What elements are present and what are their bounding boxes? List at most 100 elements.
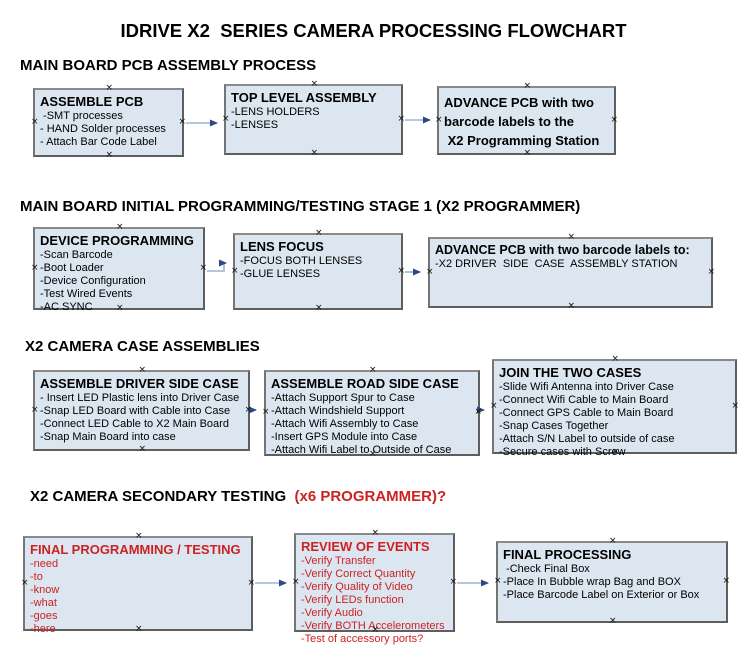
box-items: -Scan Barcode-Boot Loader-Device Configu…: [40, 249, 199, 314]
connection-point-icon: ×: [449, 576, 457, 587]
connection-point-icon: ×: [523, 148, 532, 158]
box-items: -Check Final Box-Place In Bubble wrap Ba…: [503, 563, 722, 602]
box-items: -SMT processes- HAND Solder processes- A…: [40, 110, 178, 149]
connection-point-icon: ×: [523, 81, 532, 91]
box-items: -Verify Transfer-Verify Correct Quantity…: [301, 555, 449, 646]
connection-point-icon: ×: [231, 265, 239, 276]
box-items: -X2 DRIVER SIDE CASE ASSEMBLY STATION: [435, 258, 707, 271]
arrow-device-programming-to-lens-focus: [207, 259, 227, 272]
box-item: -FOCUS BOTH LENSES: [240, 255, 363, 267]
box-item: -Test of accessory ports?: [301, 633, 424, 645]
connection-point-icon: ×: [31, 262, 39, 273]
box-item: -LENS HOLDERS: [231, 106, 320, 118]
box-item: -Insert GPS Module into Case: [271, 431, 418, 443]
connection-point-icon: ×: [116, 303, 124, 313]
flow-box-assemble-driver-side-case: ×××× ASSEMBLE DRIVER SIDE CASE - Insert …: [31, 365, 252, 454]
box-title: ASSEMBLE DRIVER SIDE CASE: [40, 376, 239, 391]
box-item: - HAND Solder processes: [40, 123, 166, 135]
section-header-secondary-testing-red: (x6 PROGRAMMER)?: [294, 488, 447, 505]
box-item: -Place Barcode Label on Exterior or Box: [503, 589, 700, 601]
flow-box-advance-pcb-driver-side-station: ×××× ADVANCE PCB with two barcode labels…: [426, 233, 715, 311]
box-item: -Snap Main Board into case: [40, 431, 176, 443]
connection-point-icon: ×: [567, 301, 576, 311]
box-item: -know: [30, 584, 60, 596]
box-item: -SMT processes: [40, 110, 123, 122]
box-item: -Attach Support Spur to Case: [271, 392, 415, 404]
box-title: FINAL PROGRAMMING / TESTING: [30, 542, 241, 557]
connection-point-icon: ×: [371, 625, 380, 635]
connection-point-icon: ×: [135, 531, 143, 541]
box-item: -Test Wired Events: [40, 288, 133, 300]
box-item: -Boot Loader: [40, 262, 104, 274]
connection-point-icon: ×: [609, 616, 617, 626]
box-item: -Connect GPS Cable to Main Board: [499, 407, 674, 419]
box-item: -Verify LEDs function: [301, 594, 404, 606]
box-item: -Snap Cases Together: [499, 420, 609, 432]
section-header-secondary-testing-black: X2 CAMERA SECONDARY TESTING: [30, 488, 295, 505]
page-title: IDRIVE X2 SERIES CAMERA PROCESSING FLOWC…: [120, 20, 627, 41]
flow-box-lens-focus: × × × × LENS FOCUS -FOCUS BOTH LENSES-GLUE …: [231, 228, 405, 313]
box-title: ASSEMBLE PCB: [40, 94, 144, 109]
connection-point-icon: ×: [371, 528, 380, 538]
box-item: -here: [30, 623, 56, 635]
section-header-secondary-testing: X2 CAMERA SECONDARY TESTING (x6 PROGRAMM…: [30, 488, 446, 505]
flow-box-advance-pcb-programming-station: ×××× ADVANCE PCB with two barcode labels…: [435, 81, 618, 158]
box-item: -Attach S/N Label to outside of case: [499, 433, 675, 445]
box-title: TOP LEVEL ASSEMBLY: [231, 90, 377, 105]
box-item: -X2 DRIVER SIDE CASE ASSEMBLY STATION: [435, 258, 678, 270]
box-item: -Verify Correct Quantity: [301, 568, 416, 580]
flow-box-top-level-assembly: × × × × TOP LEVEL ASSEMBLY -LENS HOLDERS-LE…: [222, 79, 405, 158]
box-item: -GLUE LENSES: [240, 268, 321, 280]
box-item: -Device Configuration: [40, 275, 146, 287]
box-item: -what: [30, 597, 57, 609]
connection-point-icon: ×: [138, 444, 147, 454]
box-item: -Verify BOTH Accelerometers: [301, 620, 445, 632]
box-title: JOIN THE TWO CASES: [499, 365, 642, 380]
box-item: -Connect LED Cable to X2 Main Board: [40, 418, 229, 430]
connection-point-icon: ×: [474, 407, 482, 417]
connection-point-icon: ×: [369, 365, 377, 375]
connection-point-icon: ×: [369, 449, 377, 459]
box-item: -Attach Windshield Support: [271, 405, 405, 417]
box-item: X2 Programming Station: [444, 133, 600, 148]
connection-point-icon: ×: [397, 113, 405, 124]
connection-point-icon: ×: [247, 577, 255, 588]
connection-point-icon: ×: [609, 536, 617, 546]
connection-point-icon: ×: [707, 266, 715, 277]
box-title: LENS FOCUS: [240, 239, 324, 254]
connection-point-icon: ×: [731, 400, 739, 411]
connection-point-icon: ×: [138, 365, 147, 375]
box-item: -AC SYNC: [40, 301, 93, 313]
box-title: ASSEMBLE ROAD SIDE CASE: [271, 376, 459, 391]
connection-point-icon: ×: [262, 407, 270, 417]
box-items: - Insert LED Plastic lens into Driver Ca…: [40, 392, 244, 444]
flow-box-assemble-pcb: ×××× ASSEMBLE PCB -SMT processes- HAND S…: [31, 83, 186, 160]
box-title: REVIEW OF EVENTS: [301, 539, 430, 554]
connection-point-icon: ×: [310, 148, 319, 158]
box-item: -goes: [30, 610, 58, 622]
box-items: -FOCUS BOTH LENSES-GLUE LENSES: [240, 255, 397, 281]
box-title: DEVICE PROGRAMMING: [40, 233, 194, 248]
connection-point-icon: ×: [31, 404, 39, 415]
box-item: -Place In Bubble wrap Bag and BOX: [503, 576, 681, 588]
connection-point-icon: ×: [435, 114, 443, 125]
box-items: -Slide Wifi Antenna into Driver Case-Con…: [499, 381, 731, 459]
connection-point-icon: ×: [116, 222, 124, 232]
connection-point-icon: ×: [315, 303, 323, 313]
box-item: -Slide Wifi Antenna into Driver Case: [499, 381, 674, 393]
connection-point-icon: ×: [310, 79, 319, 89]
box-item: -Connect Wifi Cable to Main Board: [499, 394, 669, 406]
connection-point-icon: ×: [31, 116, 39, 127]
box-item: -LENSES: [231, 119, 279, 131]
connection-point-icon: ×: [315, 228, 323, 238]
box-item: - Insert LED Plastic lens into Driver Ca…: [40, 392, 240, 404]
section-header-initial-programming: MAIN BOARD INITIAL PROGRAMMING/TESTING S…: [20, 198, 581, 215]
connection-point-icon: ×: [135, 624, 143, 634]
section-header-case-assemblies: X2 CAMERA CASE ASSEMBLIES: [25, 338, 260, 355]
connection-point-icon: ×: [21, 577, 29, 588]
connection-point-icon: ×: [105, 83, 114, 93]
connection-point-icon: ×: [397, 265, 405, 276]
box-item: -Verify Transfer: [301, 555, 376, 567]
flow-box-review-of-events: ×××× REVIEW OF EVENTS -Verify Transfer-V…: [292, 528, 457, 646]
connection-point-icon: ×: [222, 113, 230, 124]
